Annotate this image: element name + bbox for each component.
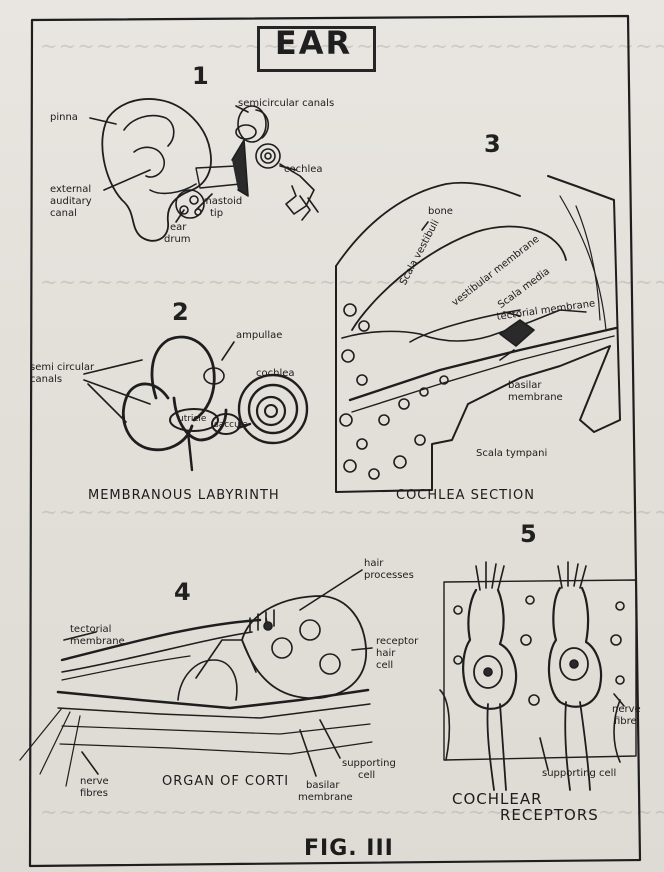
label-basilar-4: membrane	[298, 792, 353, 803]
label-nerve-fibre-2: fibre	[614, 716, 637, 727]
label-external-3: canal	[50, 208, 77, 219]
label-semicircular-1: semi circular	[30, 362, 94, 373]
label-saccule: saccule	[214, 420, 248, 431]
label-receptor-2: hair	[376, 648, 395, 659]
label-semicircular-canals: semicircular canals	[238, 98, 334, 109]
label-supporting-1: supporting	[342, 758, 396, 769]
label-hair-processes-1: hair	[364, 558, 383, 569]
label-supporting-cell: supporting cell	[542, 768, 616, 779]
label-utricle: utricle	[178, 414, 206, 425]
diagram-title: EAR	[257, 24, 370, 62]
panel-5-number: 5	[520, 520, 537, 548]
labyrinth-diagram	[84, 337, 307, 470]
cochlear-receptors-diagram	[440, 562, 636, 790]
caption-membranous-labyrinth: MEMBRANOUS LABYRINTH	[88, 488, 280, 503]
label-nerve-fibres-1: nerve	[80, 776, 109, 787]
label-basilar-2: membrane	[508, 392, 563, 403]
panel-3-number: 3	[484, 130, 501, 158]
label-eardrum-1: ear	[170, 222, 186, 233]
caption-organ-of-corti: ORGAN OF CORTI	[162, 774, 289, 789]
panel-2-number: 2	[172, 298, 189, 326]
label-nerve-fibres-2: fibres	[80, 788, 108, 799]
label-hair-processes-2: processes	[364, 570, 414, 581]
label-supporting-2: cell	[358, 770, 375, 781]
label-mastoid-2: tip	[210, 208, 223, 219]
panel-1-number: 1	[192, 62, 209, 90]
label-receptor-3: cell	[376, 660, 393, 671]
label-cochlea-1: cochlea	[284, 164, 323, 175]
label-pinna: pinna	[50, 112, 78, 123]
label-mastoid-1: mastoid	[202, 196, 242, 207]
label-nerve-fibre-1: nerve	[612, 704, 641, 715]
label-receptor-1: receptor	[376, 636, 418, 647]
label-bone: bone	[428, 206, 453, 217]
label-cochlea-2: cochlea	[256, 368, 295, 379]
caption-cochlea-section: COCHLEA SECTION	[396, 488, 535, 503]
label-tectorial-1: tectorial	[70, 624, 111, 635]
label-external-1: external	[50, 184, 91, 195]
label-semicircular-2: canals	[30, 374, 62, 385]
label-basilar-3: basilar	[306, 780, 339, 791]
label-ampullae: ampullae	[236, 330, 282, 341]
organ-of-corti-diagram	[20, 570, 372, 786]
caption-receptors: RECEPTORS	[500, 806, 599, 824]
cochlea-section-diagram	[336, 176, 620, 492]
label-eardrum-2: drum	[164, 234, 191, 245]
label-external-2: auditary	[50, 196, 92, 207]
figure-label: FIG. III	[304, 836, 394, 861]
panel-4-number: 4	[174, 578, 191, 606]
label-scala-tympani: Scala tympani	[476, 448, 547, 459]
label-tectorial-2: membrane	[70, 636, 125, 647]
label-basilar-1: basilar	[508, 380, 541, 391]
